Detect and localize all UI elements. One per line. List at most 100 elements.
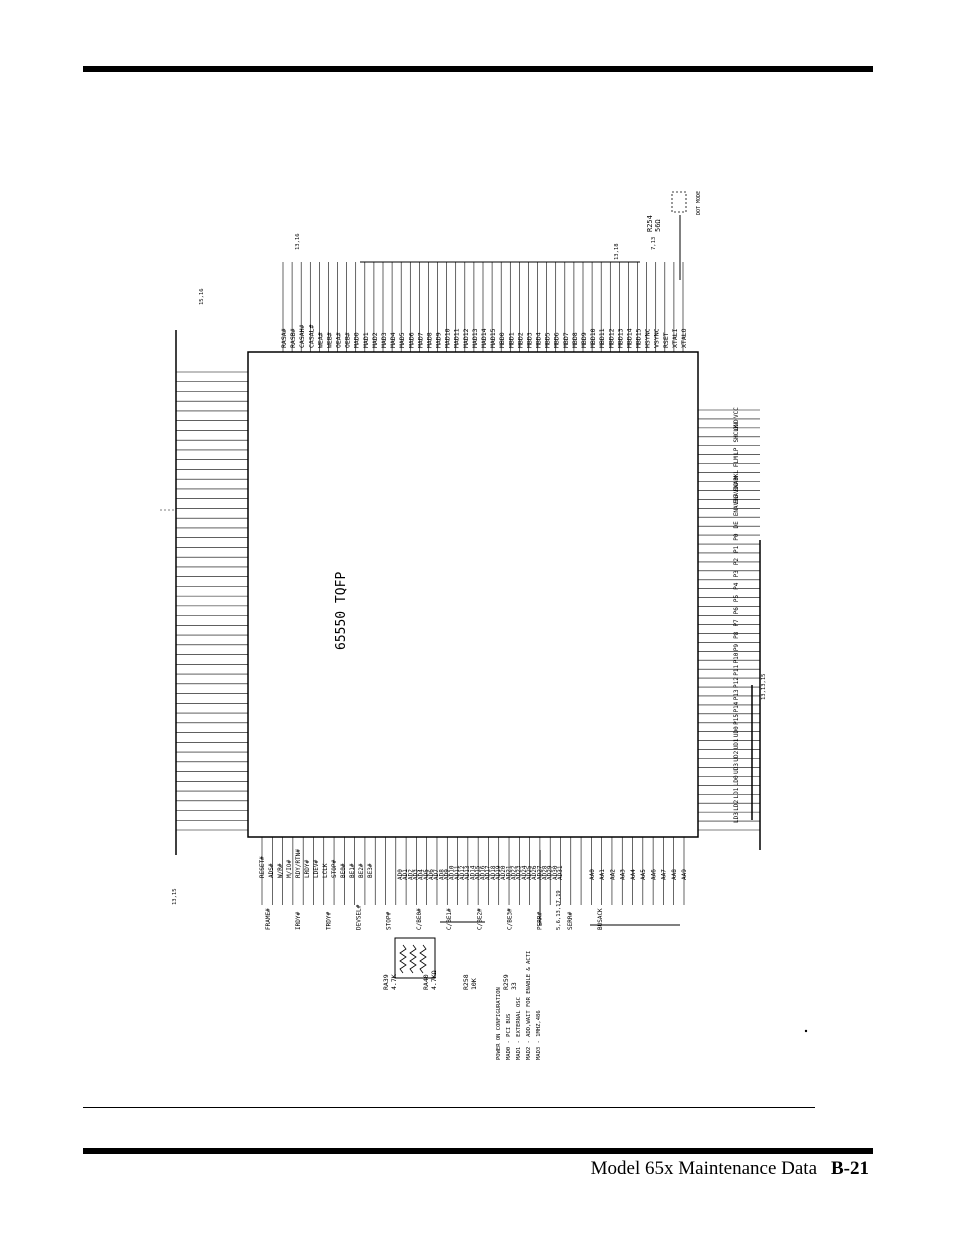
top-pin-label: MBD10 [589, 328, 597, 348]
bottom-pin-label: AD17 [485, 865, 492, 880]
dot-mode-label: DOT MODE [696, 191, 702, 215]
top-pin-label: MBD15 [635, 328, 643, 348]
lower-signal-label: C/BE3# [506, 908, 513, 930]
control-pin-label: BE3# [367, 863, 374, 878]
bottom-pin-label: AD13 [464, 865, 471, 880]
right-signal-label: ENAVDD [733, 482, 740, 504]
top-pin-label: MAD3 [380, 332, 388, 348]
control-pin-label: M/IO# [286, 860, 293, 878]
bottom-pin-label: AD29 [547, 865, 554, 880]
top-pin-label: RASA# [280, 328, 288, 348]
right-signal-label: P11 [733, 665, 740, 676]
top-pin-label: MBD8 [571, 332, 579, 348]
bottom-pin-label: AD21 [505, 865, 512, 880]
right-signal-label: P14 [733, 701, 740, 712]
bottom-pin-label: AD12 [459, 865, 466, 880]
right-signal-label: UD1 [733, 738, 740, 749]
right-signal-label: P6 [733, 607, 740, 615]
config-note: MAD3 - 1MHZ,486 [536, 1010, 542, 1060]
control-pin-label: BE2# [358, 863, 365, 878]
top-pin-label: MBD2 [516, 332, 524, 348]
top-pin-label: MBD12 [607, 328, 615, 348]
top-pin-label: MAD15 [489, 328, 497, 348]
resistor-zigzag [399, 944, 427, 974]
top-pin-label: WEA# [316, 332, 324, 348]
bottom-pin-label: AD11 [454, 865, 461, 880]
stray-dot [804, 1029, 808, 1033]
lower-signal-label: C/BE1# [446, 908, 453, 930]
resistor-value: 4.7K [390, 974, 398, 990]
address-pin-label: AA2 [609, 869, 616, 880]
top-pin-label: MBD14 [625, 328, 633, 348]
top-pin-label: XTALO [680, 328, 688, 348]
right-signal-label: M [733, 475, 740, 479]
resistor-value: 33 [510, 982, 518, 990]
bottom-pin-label: AD0 [397, 869, 404, 880]
chip-outline [247, 351, 699, 838]
lower-signal-label: TRDY# [325, 912, 332, 930]
config-note: POWER ON CONFIGURATION [496, 987, 502, 1060]
top-pin-label: MAD14 [480, 328, 488, 348]
lower-signal-label: PERR# [537, 912, 544, 930]
top-pin-label: XTALI [671, 328, 679, 348]
right-signal-label: P7 [733, 619, 740, 627]
control-pin-label: LRDY# [304, 860, 311, 878]
resistor-label: RA40 [422, 974, 430, 990]
footer-thin-rule [83, 1107, 815, 1108]
lower-signal-label: BUSACK [597, 908, 604, 930]
bottom-pin-label: AD2 [407, 869, 414, 880]
resistor-label: R258 [462, 974, 470, 990]
top-pin-label: HSYNC [644, 328, 652, 348]
bottom-pin-label: AD8 [438, 869, 445, 880]
resistor-r254-value: 56Ω [654, 219, 662, 232]
right-signal-label: SHCLK [733, 424, 740, 442]
top-pin-label: MAD10 [444, 328, 452, 348]
top-pin-label: MBD0 [498, 332, 506, 348]
bottom-pin-label: AD25 [526, 865, 533, 880]
right-signal-label: VCC [733, 407, 740, 418]
bottom-pin-label: AD6 [428, 869, 435, 880]
right-signal-label: UD2 [733, 750, 740, 761]
lower-signal-label: IRDY# [295, 912, 302, 930]
schematic-labels: RASA#RASB#CASAH#CASAL#WEA#WEB#OEA#OEB#MA… [172, 191, 767, 1060]
top-pin-label: MAD5 [398, 332, 406, 348]
bottom-pin-label: AD15 [474, 865, 481, 880]
top-pin-label: MBD5 [544, 332, 552, 348]
lower-signal-label: SERR# [567, 912, 574, 930]
bottom-pin-label: AD28 [542, 865, 549, 880]
control-pin-label: BE1# [349, 863, 356, 878]
config-note: MAD2 - ADD,WAIT FOR ENABLE & ACTI [526, 951, 532, 1060]
top-pin-label: MAD2 [371, 332, 379, 348]
top-pin-label: CASAL# [307, 324, 315, 348]
top-pin-label: CASAH# [298, 324, 306, 348]
control-pin-label: RESET# [259, 856, 266, 878]
address-pin-label: AA6 [650, 869, 657, 880]
header-rule [83, 66, 873, 72]
cross-reference: 15,16 [199, 288, 205, 305]
right-signal-label: P2 [733, 558, 740, 566]
bottom-pin-label: AD27 [536, 865, 543, 880]
top-pin-label: MBD13 [616, 328, 624, 348]
bottom-pin-label: AD24 [521, 865, 528, 880]
top-pin-label: MAD6 [407, 332, 415, 348]
top-pin-label: MBD1 [507, 332, 515, 348]
top-pin-label: MBD3 [525, 332, 533, 348]
top-pin-label: MBD7 [562, 332, 570, 348]
lower-signal-label: C/BE0# [416, 908, 423, 930]
bottom-pin-label: AD23 [516, 865, 523, 880]
bottom-pin-label: AD31 [557, 865, 564, 880]
top-pin-label: OEA# [335, 332, 343, 348]
bottom-pin-label: AD16 [480, 865, 487, 880]
top-pin-label: MAD13 [471, 328, 479, 348]
lower-signal-label: FRAME# [265, 908, 272, 930]
control-pin-label: LDEV# [313, 860, 320, 878]
oscillator-box [671, 191, 687, 213]
address-pin-label: AA7 [661, 869, 668, 880]
right-signal-label: LD2 [733, 800, 740, 811]
control-pin-label: W/R# [277, 863, 284, 878]
control-pin-label: STOP# [331, 860, 338, 878]
cross-reference: 7,13 [651, 237, 657, 250]
right-signal-label: P10 [733, 652, 740, 663]
right-signal-label: DE [733, 521, 740, 529]
